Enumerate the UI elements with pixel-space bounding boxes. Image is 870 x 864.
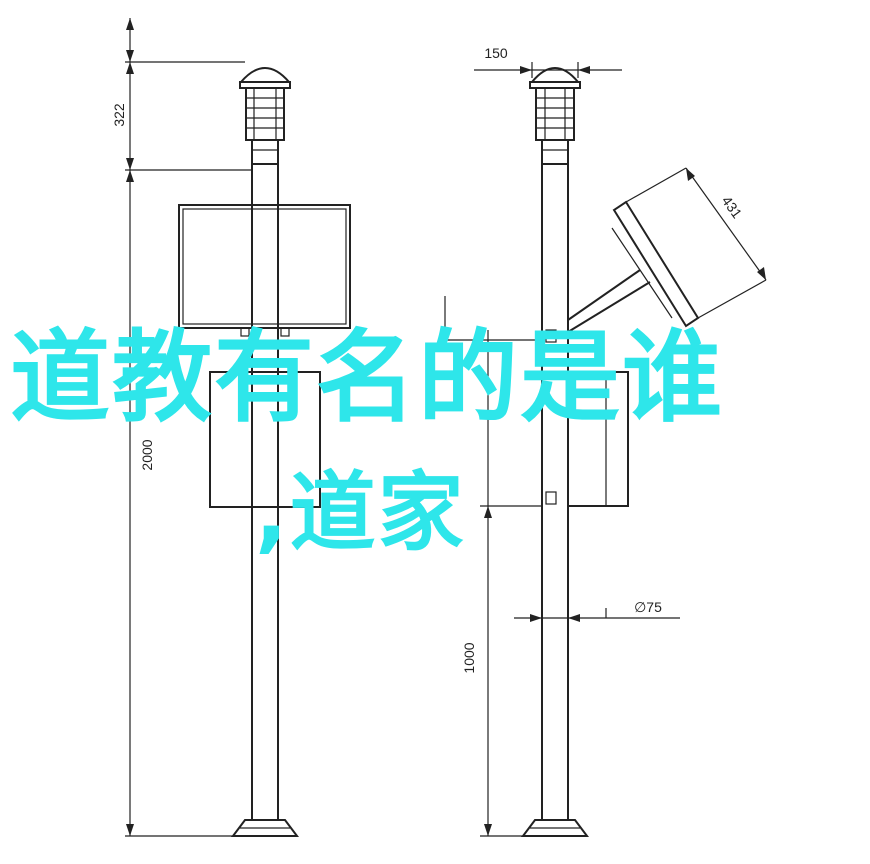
headline-line-2: ,道家 bbox=[255, 463, 466, 563]
dim-label-150: 150 bbox=[484, 45, 508, 61]
right-sensor-shield bbox=[535, 87, 575, 141]
dim-label-431: 431 bbox=[719, 193, 746, 221]
dim-label-pole-diameter: ∅75 bbox=[634, 599, 662, 615]
right-side-box bbox=[567, 371, 629, 507]
right-base bbox=[521, 819, 589, 837]
headline-line-1: 道教有名的是谁 bbox=[10, 319, 724, 436]
solar-panel-arm bbox=[567, 269, 641, 321]
left-control-box bbox=[209, 371, 321, 508]
left-base bbox=[231, 819, 299, 837]
panel-dim-line bbox=[685, 167, 767, 281]
dim-label-322: 322 bbox=[111, 103, 127, 127]
left-sensor-shield bbox=[245, 87, 285, 141]
solar-panel bbox=[612, 200, 700, 328]
dim-label-1000: 1000 bbox=[461, 642, 477, 673]
left-sensor-base bbox=[251, 139, 279, 165]
left-sensor-dome bbox=[238, 67, 292, 83]
right-station bbox=[440, 62, 767, 837]
left-station bbox=[125, 18, 351, 837]
dim-label-2000: 2000 bbox=[139, 439, 155, 470]
left-display-board bbox=[178, 204, 351, 329]
